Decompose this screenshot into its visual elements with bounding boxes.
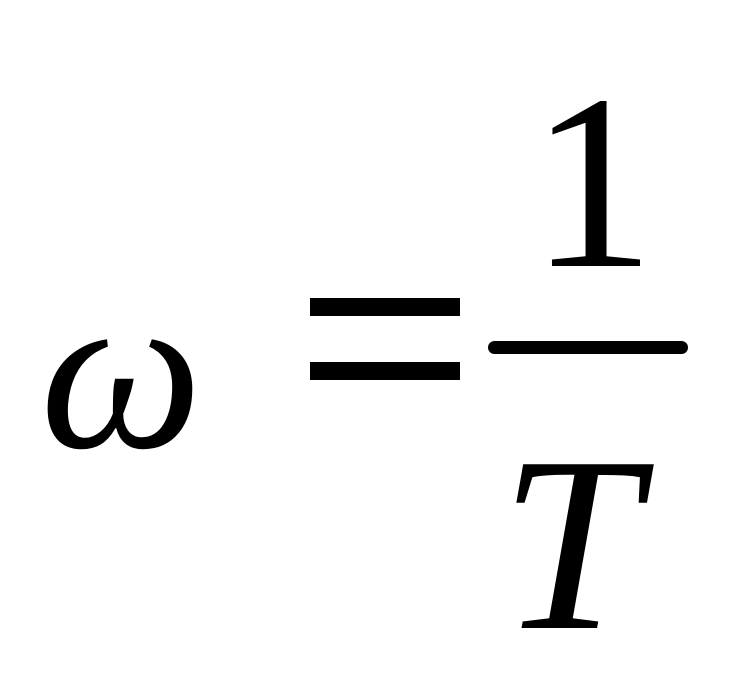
fraction-numerator: 1 bbox=[530, 44, 655, 321]
fraction-bar bbox=[488, 341, 688, 354]
fraction-denominator: T bbox=[500, 406, 640, 675]
equation-lhs-omega: ω bbox=[40, 242, 203, 497]
equals-sign-top-bar bbox=[310, 298, 460, 316]
equals-sign-bottom-bar bbox=[310, 362, 460, 380]
